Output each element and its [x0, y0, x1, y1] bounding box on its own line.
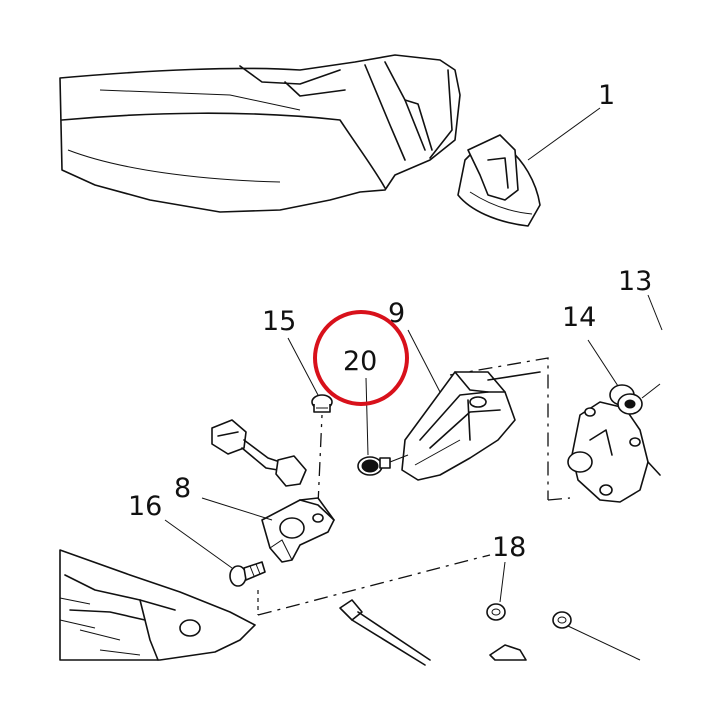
leader-14: [587, 339, 619, 387]
highlight-ring-20: [313, 310, 409, 406]
leader-15: [287, 337, 319, 396]
part-15-screw: [311, 394, 333, 413]
lower-frame: [59, 549, 256, 661]
upper-body-panel: [59, 54, 461, 213]
part-9-cover: [401, 371, 541, 481]
callout-20: 20: [343, 346, 377, 377]
callout-1: 1: [598, 80, 615, 111]
part-20-screw: [357, 454, 409, 476]
part-8-bracket: [261, 497, 335, 563]
part-14-bushing: [609, 383, 661, 415]
callout-15: 15: [262, 306, 296, 337]
leader-16: [164, 519, 233, 569]
cable-plug: [339, 599, 431, 666]
callout-8: 8: [174, 473, 191, 504]
callout-18: 18: [492, 532, 526, 563]
part-16-bolt: [229, 561, 266, 587]
leader-8: [201, 497, 273, 521]
callout-16: 16: [128, 491, 162, 522]
callout-13: 13: [618, 266, 652, 297]
callout-9: 9: [388, 298, 405, 329]
part-1-clip: [457, 134, 541, 227]
leader-1: [527, 107, 601, 161]
right-bracket: [567, 401, 661, 503]
leader-9: [407, 329, 441, 393]
leader-20: [365, 377, 369, 456]
part-18-washer: [486, 603, 641, 661]
assembly-dash-lines: [257, 357, 571, 616]
leader-13: [647, 294, 663, 331]
wire-connector: [211, 419, 307, 487]
leader-18: [499, 561, 506, 603]
callout-14: 14: [562, 302, 596, 333]
